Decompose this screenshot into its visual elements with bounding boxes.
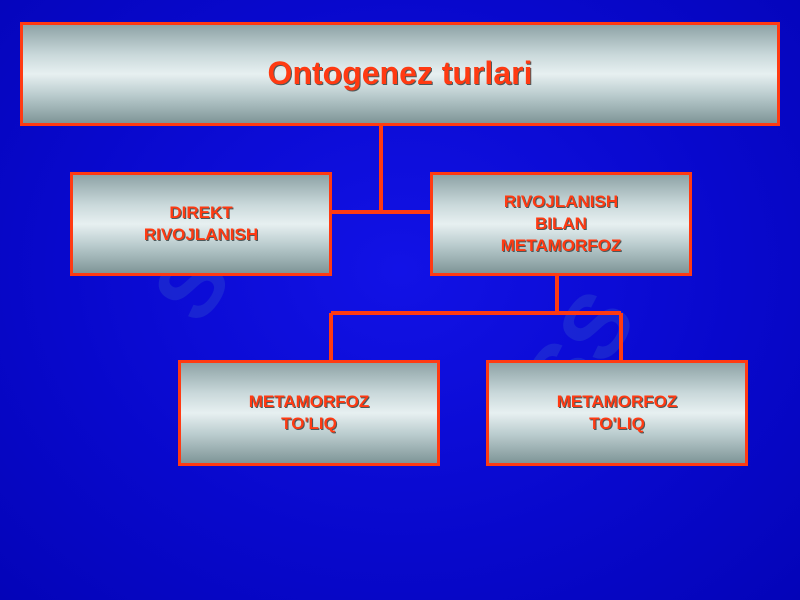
node-direct-development: DIREKT RIVOJLANISH <box>70 172 332 276</box>
node-metamorphosis-label: RIVOJLANISH BILAN METAMORFOZ <box>500 191 622 256</box>
node-full-metamorphosis-2: METAMORFOZ TO'LIQ <box>486 360 748 466</box>
title-box: Ontogenez turlari <box>20 22 780 126</box>
diagram-title: Ontogenez turlari <box>267 55 533 92</box>
node-direct-label: DIREKT RIVOJLANISH <box>143 202 259 244</box>
node-full-metamorphosis-1: METAMORFOZ TO'LIQ <box>178 360 440 466</box>
node-metamorphosis-development: RIVOJLANISH BILAN METAMORFOZ <box>430 172 692 276</box>
node-full-1-label: METAMORFOZ TO'LIQ <box>248 391 370 433</box>
node-full-2-label: METAMORFOZ TO'LIQ <box>556 391 678 433</box>
